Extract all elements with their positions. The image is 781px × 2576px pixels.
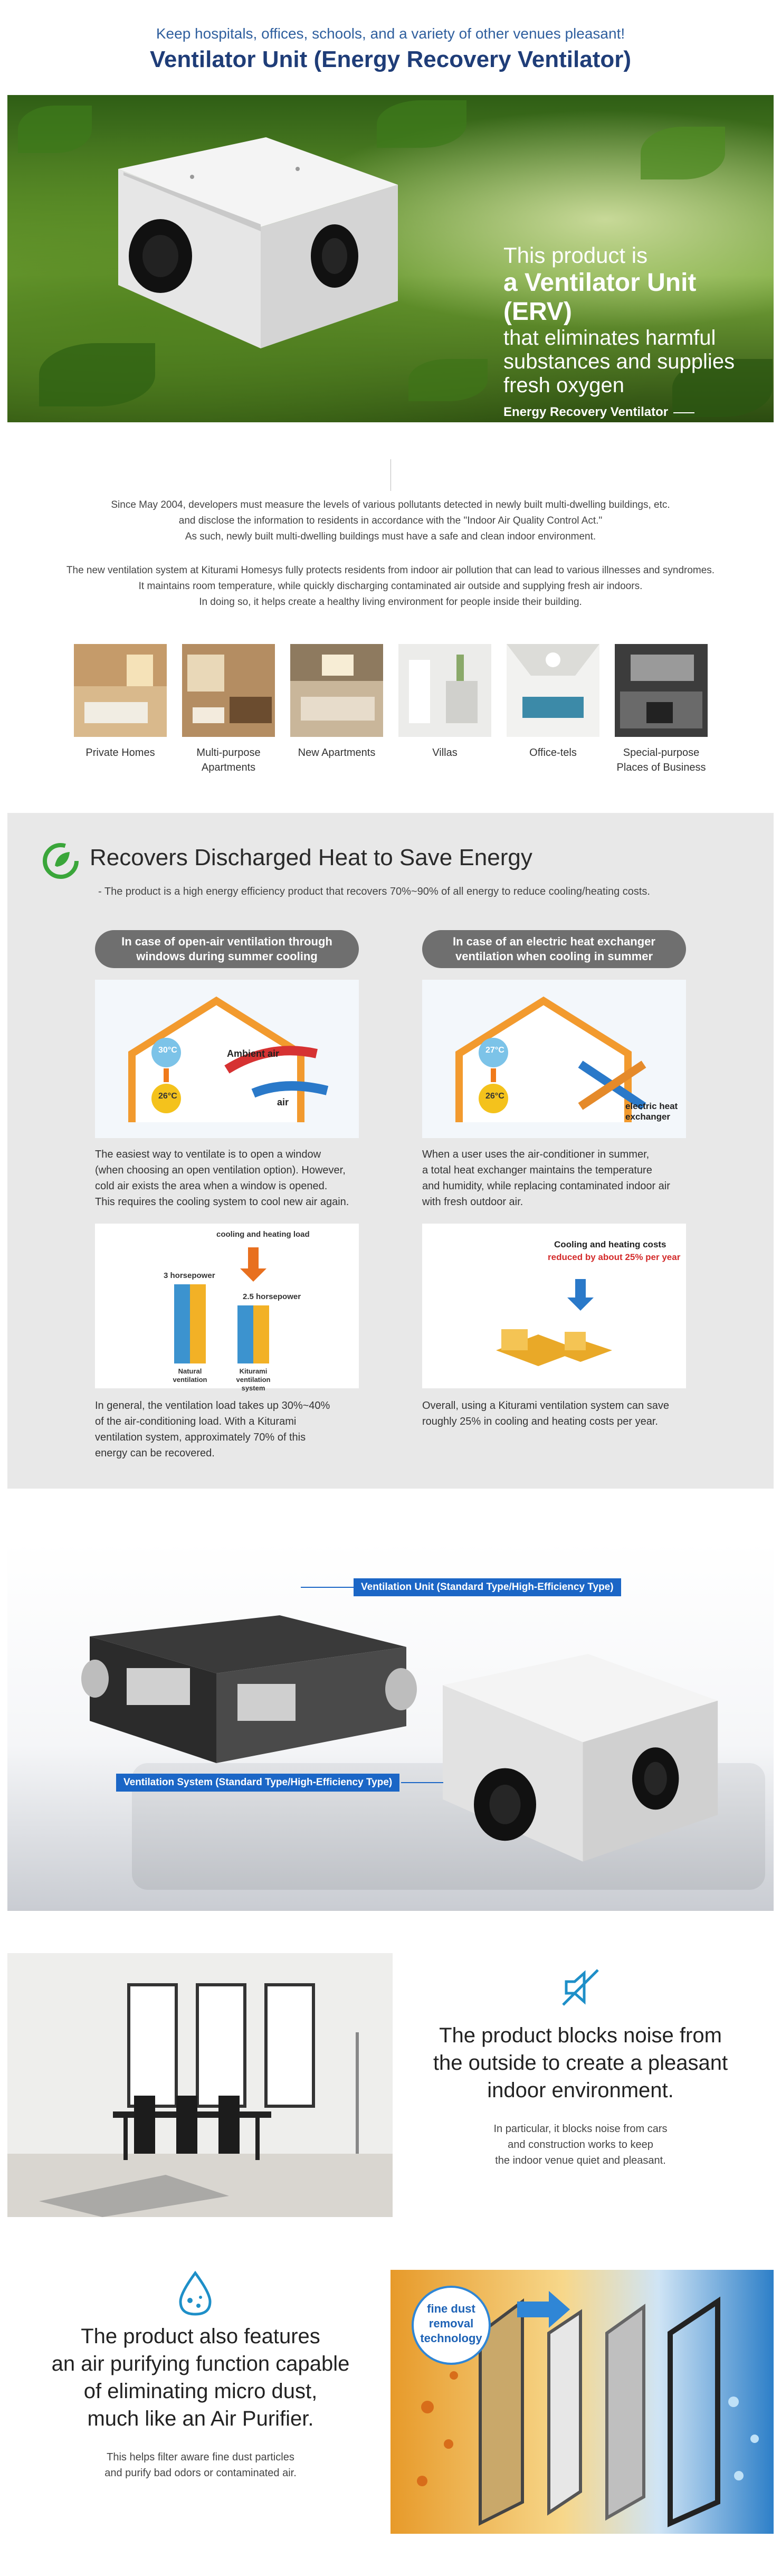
hero-line: that eliminates harmful [503,326,716,349]
ventilation-system-image [81,1615,417,1763]
open-window-diagram: 30°C 26°C Ambient air air [95,980,359,1138]
noise-description: In particular, it blocks noise from cars… [493,2123,668,2166]
air-purifier-description: This helps filter aware fine dust partic… [104,2451,297,2479]
hero-text: This product is a Ventilator Unit (ERV) … [503,243,757,420]
callout-line-unit [301,1587,354,1588]
water-drop-icon [179,2270,212,2316]
ventilator-unit-image [118,137,398,348]
venue-image-villas [398,644,491,737]
divider-line [390,459,391,491]
hero-line: substances and supplies [503,350,735,373]
intro-paragraph-2: The new ventilation system at Kiturami H… [66,565,715,608]
energy-description: - The product is a high energy efficienc… [98,886,650,897]
intro-paragraph-1: Since May 2004, developers must measure … [111,499,670,542]
interior-room-image [7,1953,393,2217]
cost-text: Overall, using a Kiturami ventilation sy… [422,1400,669,1427]
venue-label: New Apartments [298,747,376,759]
hero-subtitle: Energy Recovery Ventilator [503,405,757,420]
venue-image-new-apartments [290,644,383,737]
load-text: In general, the ventilation load takes u… [95,1400,330,1459]
energy-title: Recovers Discharged Heat to Save Energy [90,845,532,870]
eco-leaf-icon [43,843,79,879]
open-window-text: The easiest way to ventilate is to open … [95,1149,349,1208]
header-tagline: Keep hospitals, offices, schools, and a … [156,25,625,42]
callout-ventilation-system: Ventilation System (Standard Type/High-E… [116,1774,400,1792]
hero-line: This product is [503,243,648,268]
venue-label: Private Homes [85,747,155,759]
page-title: Ventilator Unit (Energy Recovery Ventila… [149,46,631,72]
venue-image-apartments [182,644,275,737]
callout-ventilation-unit: Ventilation Unit (Standard Type/High-Eff… [354,1578,621,1596]
venue-image-private-homes [74,644,167,737]
mute-speaker-icon [562,1969,599,2006]
venue-label: Villas [432,747,458,759]
cost-chart: Cooling and heating costs reduced by abo… [422,1224,686,1388]
hero-line-emphasis: a Ventilator Unit (ERV) [503,269,697,326]
venue-image-office-tels [507,644,599,737]
venue-label: Office-tels [529,747,577,759]
heat-exchanger-text: When a user uses the air-conditioner in … [422,1149,670,1208]
callout-line-system [401,1782,443,1783]
ventilator-unit-white-image [443,1654,718,1862]
venue-image-special-purpose [615,644,708,737]
hero-banner: This product is a Ventilator Unit (ERV) … [7,95,774,422]
load-chart: cooling and heating load 3 horsepower 2.… [95,1224,359,1392]
hero-line: fresh oxygen [503,374,625,397]
